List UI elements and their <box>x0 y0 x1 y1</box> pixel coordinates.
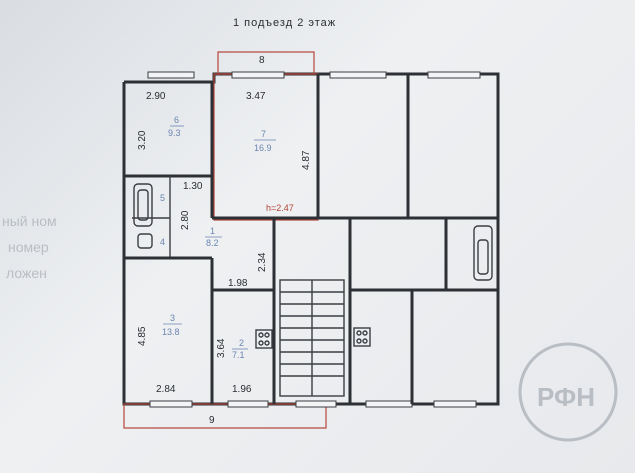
stove-icon-right <box>353 327 371 347</box>
stove-icon <box>255 329 273 349</box>
room7-num: 7 <box>261 129 266 139</box>
room6-area: 9.3 <box>168 128 181 138</box>
room2-num: 2 <box>239 338 244 348</box>
room6-num: 6 <box>174 115 179 125</box>
room3-area: 13.8 <box>162 327 180 337</box>
staircase <box>279 279 345 397</box>
dim-room7-width: 3.47 <box>246 91 266 102</box>
bathtub-icon <box>133 183 153 227</box>
dim-bath-width: 1.30 <box>183 181 203 192</box>
faint-text-1: ный ном <box>2 213 57 229</box>
room7-area: 16.9 <box>254 143 272 153</box>
dim-room6-width: 2.90 <box>146 91 166 102</box>
room4-num: 4 <box>160 237 165 247</box>
faint-text-3: ложен <box>6 265 47 281</box>
interior-walls <box>124 74 498 404</box>
toilet-icon <box>137 233 153 249</box>
watermark-logo-text: РФН <box>537 382 595 412</box>
dim-bath-height: 2.80 <box>180 210 191 230</box>
room1-num: 1 <box>210 226 215 236</box>
dim-kitchen-bottom-width: 1.96 <box>232 384 252 395</box>
room2-area: 7.1 <box>232 350 245 360</box>
room3-num: 3 <box>170 313 175 323</box>
watermark-logo: РФН <box>518 342 618 442</box>
outer-walls <box>122 72 500 406</box>
dim-room6-height: 3.20 <box>137 130 148 150</box>
faint-text-2: номер <box>8 239 49 255</box>
ceiling-height-label: h=2.47 <box>266 203 294 213</box>
room1-area: 8.2 <box>206 238 219 248</box>
dim-kitchen-height: 3.64 <box>216 338 227 358</box>
dim-room3-width: 2.84 <box>156 384 176 395</box>
bottom-balcony-outline <box>123 403 327 429</box>
dim-corridor-height: 2.34 <box>257 252 268 272</box>
dim-room3-height: 4.85 <box>137 326 148 346</box>
plan-title: 1 подъезд 2 этаж <box>233 17 336 29</box>
right-bathtub-icon <box>473 225 493 281</box>
dim-room7-height: 4.87 <box>301 150 312 170</box>
windows-top <box>147 71 481 79</box>
dim-top-balcony: 8 <box>259 55 265 66</box>
room5-num: 5 <box>160 193 165 203</box>
top-balcony-outline <box>217 51 315 75</box>
dim-bottom-balcony: 9 <box>209 415 215 426</box>
dim-kitchen-width: 1.98 <box>228 278 248 289</box>
